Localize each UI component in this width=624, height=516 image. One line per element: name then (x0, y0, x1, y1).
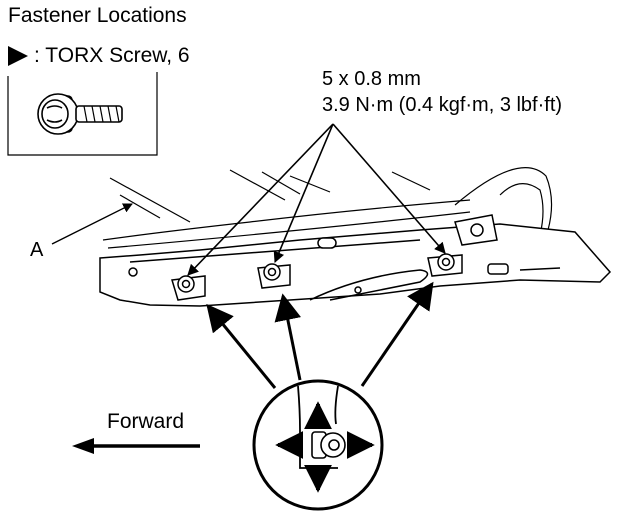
screw-1 (171, 275, 206, 301)
callout-a-leader (51, 203, 133, 245)
torque-spec: 3.9 N·m (0.4 kgf·m, 3 lbf·ft) (322, 94, 563, 116)
detail-circle (252, 379, 384, 511)
detail-arrows (206, 281, 434, 389)
screw-3 (427, 253, 463, 277)
forward-arrow (72, 438, 200, 454)
triangle-marker-icon (8, 46, 28, 66)
detail-screw-icon (311, 431, 346, 459)
torx-screw-icon (37, 93, 123, 135)
legend-label: : TORX Screw, 6 (34, 44, 190, 67)
direction-arrows-icon (275, 401, 375, 493)
screw-size-spec: 5 x 0.8 mm (322, 68, 421, 90)
callout-label: A (30, 239, 44, 261)
spec-leaders (187, 123, 446, 276)
page-title: Fastener Locations (8, 4, 187, 27)
legend-box (7, 72, 158, 156)
legend: : TORX Screw, 6 (8, 44, 190, 68)
side-trim-panel (99, 214, 612, 307)
screw-2 (257, 263, 291, 289)
forward-label: Forward (107, 410, 185, 433)
